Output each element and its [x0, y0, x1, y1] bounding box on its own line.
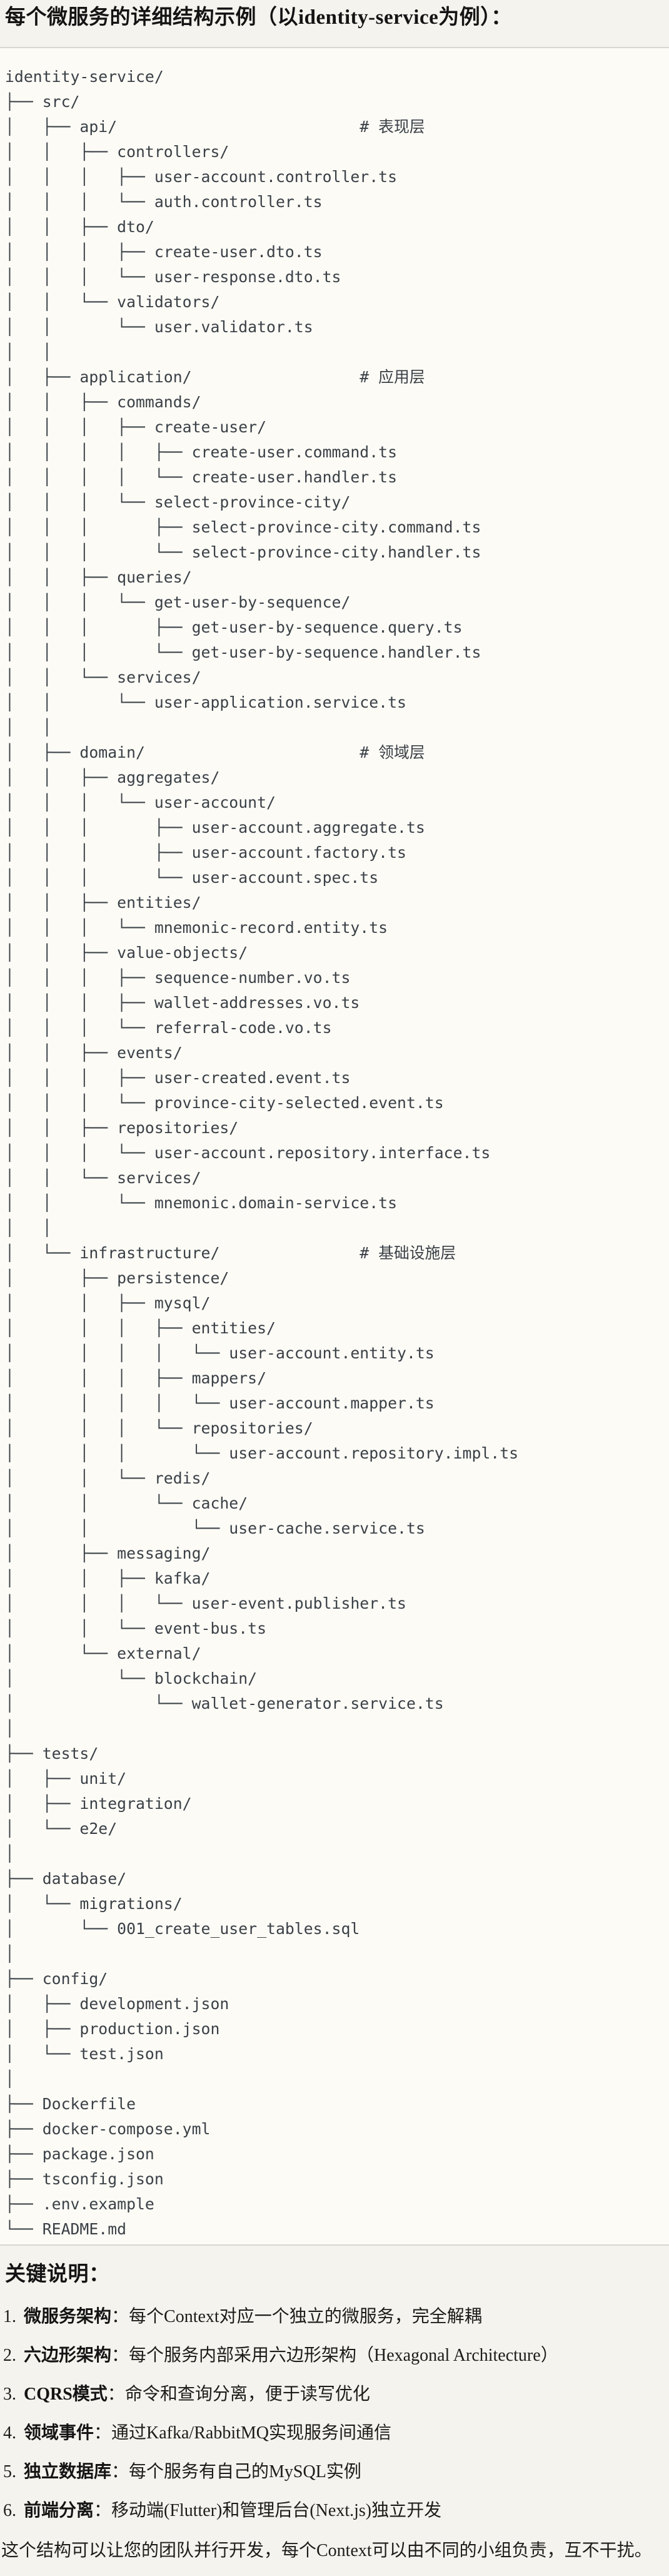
note-colon: ： — [111, 2461, 129, 2482]
note-colon: ： — [111, 2306, 129, 2326]
closing-paragraph: 这个结构可以让您的团队并行开发，每个Context可以由不同的小组负责，互不干扰… — [1, 2540, 652, 2560]
note-item-5: 5. 独立数据库：每个服务有自己的MySQL实例 — [3, 2460, 669, 2485]
note-item-1: 1. 微服务架构：每个Context对应一个独立的微服务，完全解耦 — [3, 2304, 669, 2329]
note-label: 独立数据库 — [24, 2461, 112, 2482]
note-colon: ： — [111, 2345, 129, 2365]
notes-list: 1.微服务架构：每个Context对应一个独立的微服务，完全解耦 2.六边形架构… — [0, 2304, 669, 2523]
note-text: 每个服务内部采用六边形架构（Hexagonal Architecture） — [129, 2345, 558, 2365]
note-item-4: 4. 领域事件：通过Kafka/RabbitMQ实现服务间通信 — [3, 2421, 669, 2446]
note-number: 4. — [3, 2423, 16, 2443]
note-colon: ： — [94, 2500, 112, 2520]
note-number: 5. — [3, 2461, 16, 2482]
directory-tree: identity-service/ ├── src/ │ ├── api/ # … — [5, 68, 519, 2239]
note-item-3: 3. CQRS模式：命令和查询分离，便于读写优化 — [3, 2382, 669, 2407]
note-colon: ： — [107, 2384, 125, 2404]
note-label: 领域事件 — [24, 2423, 94, 2443]
note-text: 通过Kafka/RabbitMQ实现服务间通信 — [111, 2423, 391, 2443]
note-number: 1. — [3, 2306, 16, 2326]
note-item-6: 6. 前端分离：移动端(Flutter)和管理后台(Next.js)独立开发 — [3, 2498, 669, 2523]
note-number: 3. — [3, 2384, 16, 2404]
notes-heading: 关键说明： — [5, 2263, 110, 2286]
note-label: 微服务架构 — [24, 2306, 112, 2326]
note-text: 命令和查询分离，便于读写优化 — [124, 2384, 370, 2404]
note-number: 6. — [3, 2500, 16, 2520]
note-text: 移动端(Flutter)和管理后台(Next.js)独立开发 — [111, 2500, 442, 2520]
note-colon: ： — [94, 2423, 112, 2443]
note-item-2: 2. 六边形架构：每个服务内部采用六边形架构（Hexagonal Architec… — [3, 2343, 669, 2368]
note-number: 2. — [3, 2345, 16, 2365]
note-label: 六边形架构 — [24, 2345, 112, 2365]
note-label: CQRS模式 — [24, 2384, 108, 2404]
code-block: identity-service/ ├── src/ │ ├── api/ # … — [0, 47, 669, 2246]
page-title: 每个微服务的详细结构示例（以identity-service为例）： — [5, 6, 512, 29]
note-text: 每个服务有自己的MySQL实例 — [129, 2461, 361, 2482]
note-text: 每个Context对应一个独立的微服务，完全解耦 — [129, 2306, 482, 2326]
note-label: 前端分离 — [24, 2500, 94, 2520]
